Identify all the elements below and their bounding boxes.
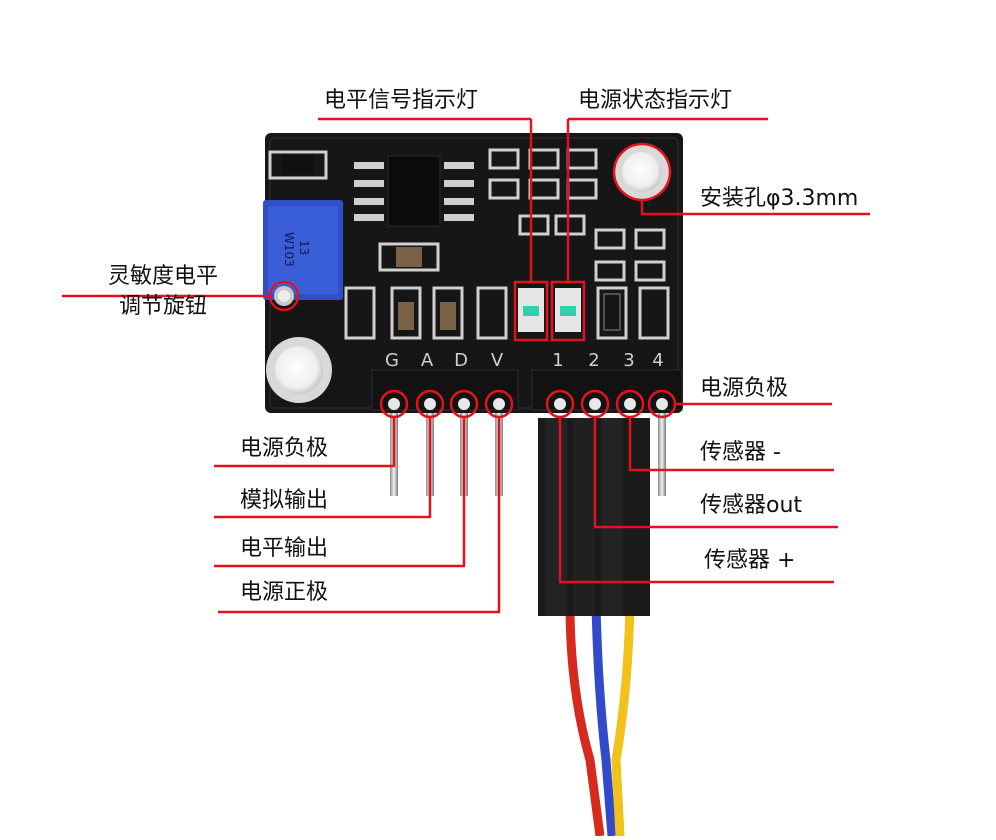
callouts (62, 117, 870, 614)
pin-label-3: 3 (623, 350, 634, 371)
pin-label-1: 1 (552, 350, 563, 371)
silkscreen-labels: G A D V 1 2 3 4 (385, 350, 664, 371)
label-analog-out: 模拟输出 (240, 488, 329, 513)
smd-components (268, 148, 670, 340)
pin-tips (388, 398, 668, 410)
label-sensor-plus: 传感器 + (704, 548, 796, 573)
label-sensor-minus: 传感器 - (700, 440, 781, 465)
label-sensitivity-knob-line2: 调节旋钮 (118, 294, 207, 319)
pot-marking-2: W103 (282, 232, 296, 267)
label-power-status-led: 电源状态指示灯 (578, 88, 733, 113)
pin-label-4: 4 (652, 350, 663, 371)
label-ground-right: 电源负极 (700, 376, 789, 401)
pin-label-2: 2 (588, 350, 599, 371)
pin-label-d: D (454, 350, 468, 371)
potentiometer: 13 W103 (263, 200, 343, 306)
label-power-positive: 电源正极 (240, 580, 329, 605)
pot-marking-1: 13 (297, 240, 311, 255)
label-sensitivity-knob: 灵敏度电平 调节旋钮 (78, 262, 248, 322)
label-mount-hole: 安装孔φ3.3mm (700, 186, 859, 211)
mounting-hole-bottom-left (266, 337, 332, 403)
pin-label-v: V (491, 350, 504, 371)
pin-label-g: G (385, 350, 399, 371)
label-level-signal-led: 电平信号指示灯 (324, 88, 479, 113)
label-level-out: 电平输出 (240, 536, 329, 561)
label-ground-left: 电源负极 (240, 436, 329, 461)
label-sensor-out: 传感器out (700, 493, 803, 518)
mounting-hole-top-right (614, 144, 670, 200)
label-sensitivity-knob-line1: 灵敏度电平 (107, 264, 218, 289)
sensor-wires (565, 604, 635, 837)
pin-label-a: A (421, 350, 434, 371)
